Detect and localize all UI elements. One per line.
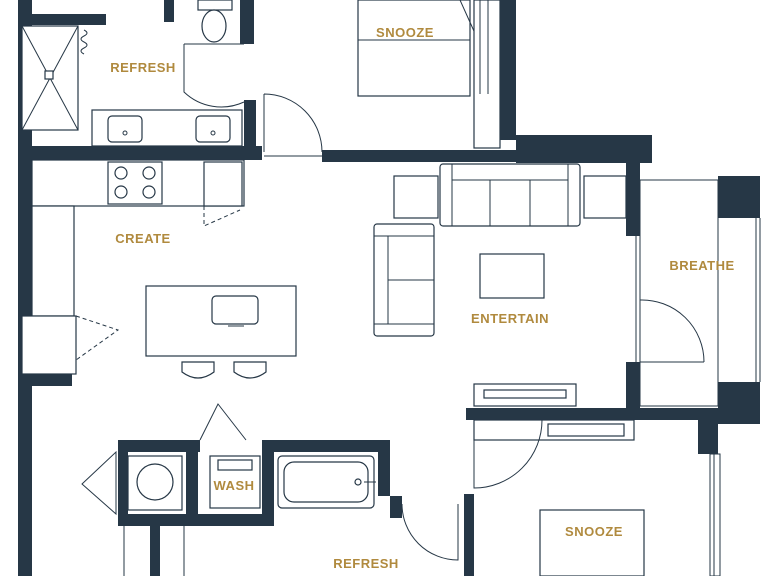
room-label-snooze-top: SNOOZE: [376, 25, 434, 40]
bath-wall-segment: [164, 0, 174, 22]
room-label-refresh-top: REFRESH: [110, 60, 176, 75]
pantry-door-swing: [75, 315, 120, 361]
living-right-wall-lower: [626, 362, 640, 408]
bottom-bedroom-fixtures: [473, 419, 721, 576]
top-bath-fixtures: [21, 0, 245, 147]
bath-wall-segment: [244, 100, 256, 160]
laundry-door-swing: [81, 450, 117, 516]
bedroom-bottom-corner: [698, 408, 718, 454]
toilet-tank: [197, 0, 233, 11]
bedroom-bottom-door-swing: [473, 419, 543, 489]
balcony-door-swing: [639, 299, 705, 363]
kitchen-fixtures: [21, 159, 297, 379]
kitchen-top-wall: [18, 146, 262, 160]
fridge: [203, 161, 243, 207]
balcony-fixtures: [635, 179, 761, 407]
pantry: [21, 315, 77, 375]
room-label-refresh-bottom: REFRESH: [333, 556, 399, 571]
coffee-table: [479, 253, 545, 299]
room-label-snooze-bottom: SNOOZE: [565, 524, 623, 539]
shower-drain: [44, 70, 54, 80]
bath-bottom-door-swing: [401, 503, 459, 561]
laundry-divider-wall: [186, 440, 198, 526]
fridge-door-swing: [203, 206, 241, 227]
room-label-breathe: BREATHE: [669, 258, 734, 273]
living-fixtures: [373, 163, 627, 407]
kitchen-counter-left: [31, 205, 75, 317]
bed-bottom: [539, 509, 645, 576]
walls: [18, 0, 760, 576]
room-label-entertain: ENTERTAIN: [471, 311, 549, 326]
bedroom-right-wall: [500, 0, 516, 140]
bedroom-bottom-top-wall: [466, 408, 718, 420]
tv: [483, 389, 567, 399]
island-sink: [211, 295, 259, 325]
toilet-bowl: [201, 9, 227, 43]
balcony-outline: [639, 179, 719, 407]
closet-shelf: [547, 423, 625, 437]
bedroom-top-door-swing: [263, 93, 323, 153]
left-exterior-wall: [18, 0, 32, 576]
laundry-top-wall: [118, 440, 200, 452]
bottom-bath-fixtures: [81, 403, 459, 576]
stool: [233, 361, 267, 379]
bedroom-bottom-left-wall: [464, 494, 474, 576]
sink-left: [107, 115, 143, 143]
balcony-post-top: [718, 176, 760, 218]
room-label-create: CREATE: [115, 231, 170, 246]
shower-head-icon: [80, 29, 88, 55]
side-table: [583, 175, 627, 219]
stool: [181, 361, 215, 379]
sink-right: [195, 115, 231, 143]
bed-top: [357, 0, 471, 97]
living-right-wall: [626, 150, 640, 236]
bath-bottom-top-wall: [262, 440, 390, 452]
bath-right-wall-stub: [390, 496, 402, 518]
wash-door-swing: [199, 403, 247, 441]
lower-left-wall: [150, 526, 160, 576]
bath-wall-segment: [240, 0, 254, 44]
bath-top-wall: [18, 14, 106, 25]
bath-left-wall: [262, 440, 274, 526]
balcony-post-bottom: [718, 382, 760, 424]
dryer-control: [217, 459, 253, 471]
bath-door-swing: [183, 44, 245, 108]
room-label-wash: WASH: [214, 478, 255, 493]
stove: [107, 161, 163, 205]
room-labels: SNOOZE REFRESH CREATE ENTERTAIN BREATHE …: [110, 25, 734, 571]
top-bedroom-fixtures: [263, 0, 501, 157]
bath-right-wall: [378, 440, 390, 496]
side-table: [393, 175, 439, 219]
kitchen-bottom-wall: [18, 374, 72, 386]
closet-top: [473, 0, 501, 149]
sofa: [439, 163, 581, 227]
window-bottom: [709, 453, 721, 576]
laundry-left-wall: [118, 440, 128, 526]
